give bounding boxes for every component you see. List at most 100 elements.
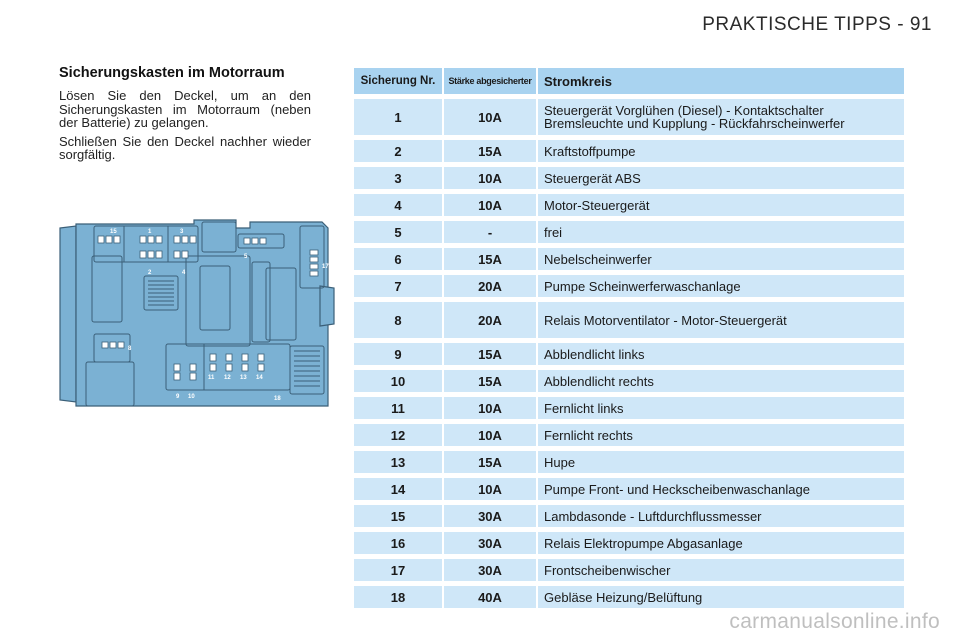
watermark: carmanualsonline.info (729, 610, 940, 633)
circuit-description: Lambdasonde - Luftdurchflussmesser (544, 508, 762, 524)
grille-large (289, 345, 325, 395)
circuit-description: Pumpe Front- und Heckscheibenwaschanlage (544, 481, 810, 497)
fuse-number-cell: 16 (354, 532, 442, 554)
diagram-label-2: 2 (148, 270, 152, 276)
center-block (185, 255, 251, 347)
diagram-label-9: 9 (176, 394, 180, 400)
circuit-cell: Abblendlicht links (538, 343, 904, 365)
diagram-right-tab (319, 285, 335, 327)
diagram-label-13: 13 (240, 375, 247, 381)
header-fuse-rating: Stärke abgesicherter (444, 68, 536, 94)
table-header-row: Sicherung Nr. Stärke abgesicherter Strom… (354, 68, 904, 94)
page-header: PRAKTISCHE TIPPS - 91 (702, 14, 932, 35)
fuse-rating-cell: 30A (444, 559, 536, 581)
fuse-number-cell: 15 (354, 505, 442, 527)
diagram-label-3: 3 (180, 229, 184, 235)
fuse-rating-cell: 20A (444, 302, 536, 338)
fuse-number-cell: 14 (354, 478, 442, 500)
fuse-number-cell: 7 (354, 275, 442, 297)
fuse-rating-cell: 15A (444, 140, 536, 162)
circuit-description: Abblendlicht rechts (544, 373, 654, 389)
block-top-right (201, 221, 237, 253)
diagram-label-11: 11 (208, 375, 215, 381)
fuse-rating-cell: 10A (444, 478, 536, 500)
section-heading: Sicherungskasten im Motorraum (59, 65, 285, 81)
diagram-label-14: 14 (256, 375, 263, 381)
fuse-number-cell: 1 (354, 99, 442, 135)
fuse-rating-cell: 15A (444, 343, 536, 365)
circuit-cell: Nebelscheinwerfer (538, 248, 904, 270)
intro-paragraph: Lösen Sie den Deckel, um an den Sicherun… (59, 88, 311, 130)
fuse-number-cell: 11 (354, 397, 442, 419)
fuse-box-diagram: 15 1 3 2 4 5 17 8 9 10 11 12 13 14 18 (59, 219, 335, 407)
diagram-label-5: 5 (244, 254, 248, 260)
circuit-description: Steuergerät Vorglühen (Diesel) - Kontakt… (544, 103, 824, 118)
diagram-label-18: 18 (274, 396, 281, 402)
fuse-number-cell: 2 (354, 140, 442, 162)
fuse-rating-cell: 30A (444, 532, 536, 554)
fuse-number-cell: 4 (354, 194, 442, 216)
circuit-cell: Pumpe Front- und Heckscheibenwaschanlage (538, 478, 904, 500)
circuit-description: Pumpe Scheinwerferwaschanlage (544, 278, 741, 294)
grille-small (143, 275, 179, 311)
fuse-number-cell: 8 (354, 302, 442, 338)
relay-right-a (251, 261, 271, 343)
fuse-rating-cell: - (444, 221, 536, 243)
circuit-description: Hupe (544, 454, 576, 470)
diagram-label-8: 8 (128, 346, 132, 352)
circuit-description: Fernlicht links (544, 400, 624, 416)
table-body: 1 10A Steuergerät Vorglühen (Diesel) - Kon… (354, 99, 904, 608)
circuit-cell: Relais Elektropumpe Abgasanlage (538, 532, 904, 554)
circuit-cell: Lambdasonde - Luftdurchflussmesser (538, 505, 904, 527)
circuit-cell: Steuergerät Vorglühen (Diesel) - Kontakt… (538, 99, 904, 135)
fuse-number-cell: 6 (354, 248, 442, 270)
diagram-label-17: 17 (322, 264, 329, 270)
table-row: 5-frei (354, 221, 904, 243)
circuit-cell: Gebläse Heizung/Belüftung (538, 586, 904, 608)
circuit-cell: Fernlicht rechts (538, 424, 904, 446)
diagram-housing (75, 219, 329, 407)
fuse-number-cell: 13 (354, 451, 442, 473)
fuse-number-cell: 10 (354, 370, 442, 392)
diagram-label-10: 10 (188, 394, 195, 400)
relay-lower-left (85, 361, 135, 407)
fuse-number-cell: 3 (354, 167, 442, 189)
circuit-description: Nebelscheinwerfer (544, 251, 652, 267)
fuse-rating-cell: 10A (444, 194, 536, 216)
fuse-rating-cell: 10A (444, 424, 536, 446)
circuit-description: Bremsleuchte und Kupplung - Rückfahrsche… (544, 116, 845, 131)
circuit-description: Relais Elektropumpe Abgasanlage (544, 535, 743, 551)
circuit-description: Gebläse Heizung/Belüftung (544, 589, 703, 605)
fuse-number-cell: 12 (354, 424, 442, 446)
circuit-description: Fernlicht rechts (544, 427, 633, 443)
circuit-cell: Pumpe Scheinwerferwaschanlage (538, 275, 904, 297)
fuse-rating-cell: 20A (444, 275, 536, 297)
diagram-label-15: 15 (110, 229, 117, 235)
fuse-table: Sicherung Nr. Stärke abgesicherter Strom… (354, 68, 904, 613)
diagram-label-12: 12 (224, 375, 231, 381)
fuse-rating-cell: 15A (444, 248, 536, 270)
circuit-cell: Hupe (538, 451, 904, 473)
fuse-tray-top (93, 225, 199, 263)
fuse-rating-cell: 40A (444, 586, 536, 608)
fuse-rating-cell: 15A (444, 370, 536, 392)
closing-paragraph: Schließen Sie den Deckel nachher wieder … (59, 133, 311, 162)
header-fuse-number: Sicherung Nr. (354, 68, 442, 94)
fuse-rating-cell: 10A (444, 397, 536, 419)
circuit-cell: Motor-Steuergerät (538, 194, 904, 216)
circuit-description: Relais Motorventilator - Motor-Steuerger… (544, 312, 787, 328)
circuit-description: Steuergerät ABS (544, 170, 641, 186)
circuit-description: Abblendlicht links (544, 346, 645, 362)
circuit-cell: frei (538, 221, 904, 243)
